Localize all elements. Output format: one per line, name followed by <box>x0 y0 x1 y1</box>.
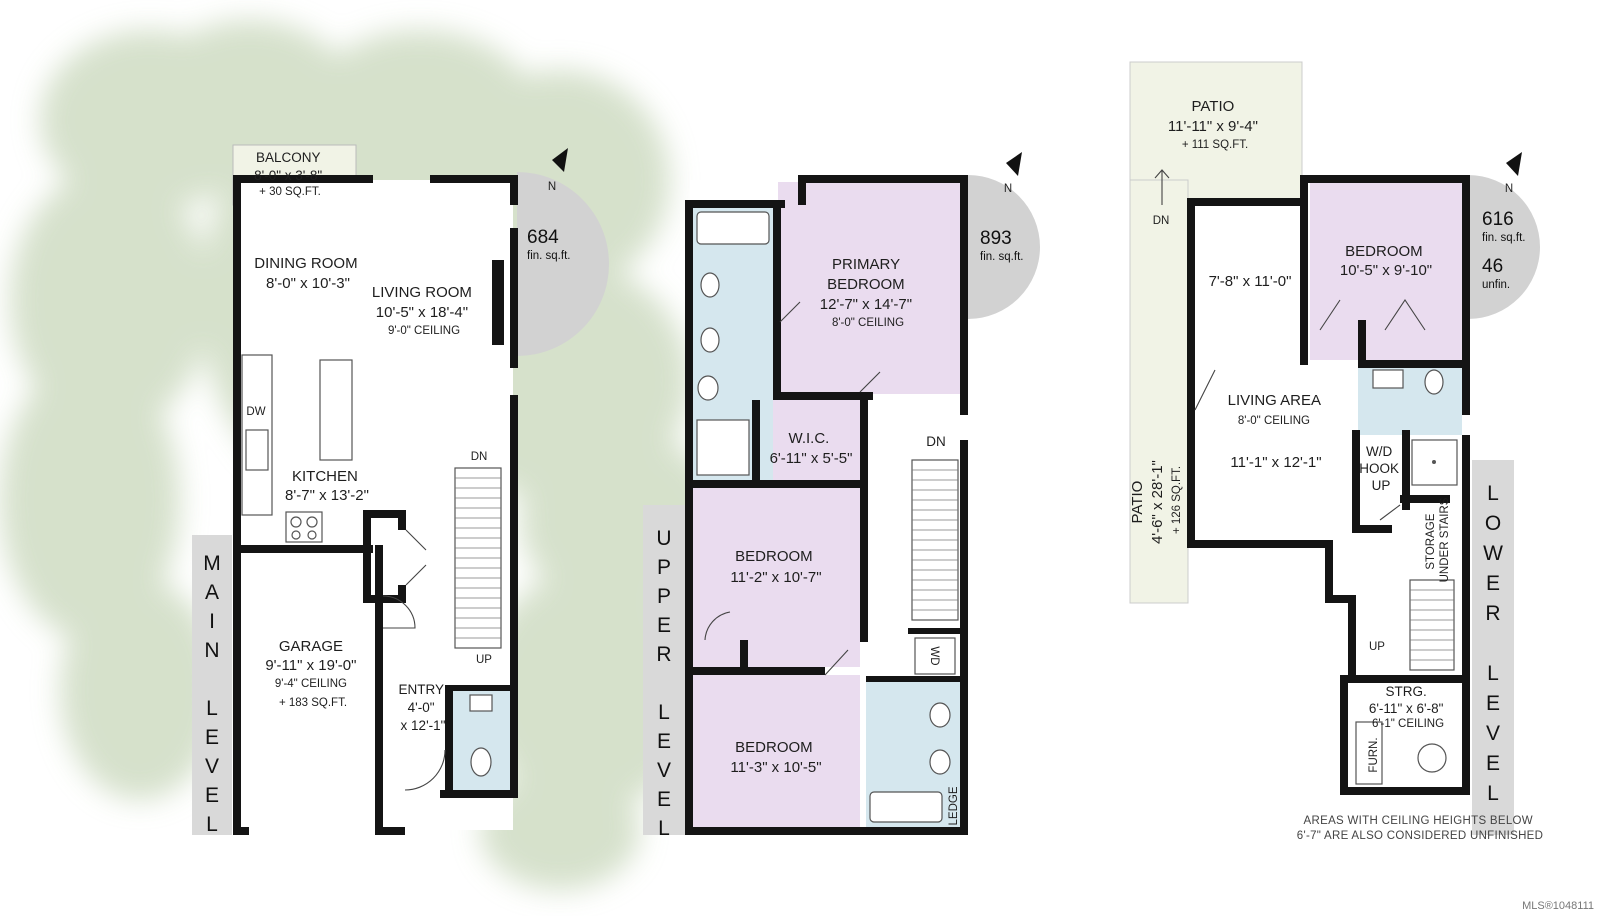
level-letter: W <box>1483 542 1503 565</box>
level-letter: E <box>657 730 671 753</box>
lower-level-band <box>1472 460 1514 835</box>
level-letter: E <box>1486 752 1500 775</box>
kitchen-label: KITCHEN 8'-7" x 13'-2" <box>285 468 369 504</box>
lower-walls <box>1187 175 1470 795</box>
main-level-band <box>192 535 232 835</box>
lower-sqft-value: 616 <box>1482 209 1514 230</box>
level-letter: L <box>206 697 218 720</box>
ledge-label: LEDGE <box>948 786 960 825</box>
level-letter: E <box>1486 572 1500 595</box>
flex-room-label: 7'-8" x 11'-0" <box>1209 273 1292 290</box>
level-letter: M <box>203 552 221 575</box>
stairs-down-label: DN <box>471 451 488 463</box>
dishwasher-label: DW <box>246 406 265 418</box>
garage-label: GARAGE 9'-11" x 19'-0" 9'-4" CEILING + 1… <box>265 638 360 709</box>
level-letter: L <box>1487 482 1499 505</box>
main-sqft-unit: fin. sq.ft. <box>527 250 570 262</box>
bedroom-3-label: BEDROOM 11'-3" x 10'-5" <box>730 739 821 776</box>
walk-in-closet <box>760 400 860 482</box>
level-letter: P <box>657 556 671 579</box>
stairs-up-label: UP <box>476 654 492 666</box>
upper-stairs <box>911 459 959 621</box>
level-letter: V <box>205 755 219 778</box>
level-letter: U <box>656 527 671 550</box>
lower-stairs-up-label: UP <box>1369 641 1385 653</box>
upper-level-band <box>643 505 685 835</box>
level-letter: R <box>1485 602 1500 625</box>
lower-stairs <box>1409 579 1455 671</box>
entry-label: ENTRY 4'-0" x 12'-1" <box>398 682 447 733</box>
wd-hookup-label: W/D HOOK UP <box>1359 444 1403 493</box>
level-letter: N <box>204 639 219 662</box>
balcony-label: BALCONY 8'-0" x 3'-8" + 30 SQ.FT. <box>254 150 326 198</box>
level-letter: R <box>656 643 671 666</box>
compass: N <box>517 148 609 356</box>
level-letter: E <box>657 788 671 811</box>
furnace-label: FURN. <box>1368 737 1380 772</box>
upper-sqft-unit: fin. sq.ft. <box>980 251 1023 263</box>
stair-frame <box>1409 579 1455 671</box>
level-letter: E <box>1486 692 1500 715</box>
lower-level: PATIO 11'-11" x 9'-4" + 111 SQ.FT. PATIO… <box>1129 61 1544 842</box>
level-letter: I <box>209 610 215 633</box>
upper-compass-north-label: N <box>1004 183 1012 195</box>
washer-dryer-label: WD <box>928 646 940 665</box>
patio-side <box>1129 179 1189 604</box>
level-letter: P <box>657 585 671 608</box>
living-area-label: LIVING AREA 8'-0" CEILING 11'-1" x 12'-1… <box>1228 392 1325 471</box>
level-letter: V <box>1486 722 1500 745</box>
lower-compass: N <box>1468 152 1540 319</box>
level-letter: A <box>205 581 219 604</box>
bedroom-2-label: BEDROOM 11'-2" x 10'-7" <box>730 548 821 586</box>
upper-compass: N <box>968 152 1040 319</box>
lower-bedroom <box>1310 182 1462 360</box>
level-letter: E <box>205 726 219 749</box>
mls-number: MLS®1048111 <box>1522 900 1594 912</box>
level-letter: L <box>206 813 218 836</box>
lower-bedroom-label: BEDROOM 10'-5" x 9'-10" <box>1340 243 1432 279</box>
primary-bedroom-label: PRIMARY BEDROOM 12'-7" x 14'-7" 8'-0" CE… <box>820 256 916 329</box>
compass-north-label: N <box>548 181 556 193</box>
kitchen-island <box>319 359 353 461</box>
level-letter: L <box>1487 782 1499 805</box>
bedroom-3 <box>693 675 860 827</box>
main-walls <box>233 175 518 835</box>
kitchen-sink <box>245 429 269 471</box>
level-letter: E <box>205 784 219 807</box>
level-letter: E <box>657 614 671 637</box>
lower-sqft-unit: fin. sq.ft. <box>1482 232 1525 244</box>
patio-top <box>1129 61 1303 203</box>
upper-stairs-down-label: DN <box>926 434 946 449</box>
dining-room-label: DINING ROOM 8'-0" x 10'-3" <box>254 255 362 292</box>
upper-sqft-value: 893 <box>980 228 1012 249</box>
primary-bedroom <box>778 182 964 394</box>
storage-room-label: STRG. 6'-11" x 6'-8" 6'-1" CEILING <box>1369 684 1447 730</box>
storage-under-stairs-label: STORAGE UNDER STAIRS <box>1425 497 1451 582</box>
level-letter: O <box>1485 512 1501 535</box>
lower-unfin-value: 46 <box>1482 256 1503 277</box>
patio-side-label: PATIO 4'-6" x 28'-1" + 126 SQ.FT. <box>1129 456 1183 544</box>
patio-down-label: DN <box>1153 215 1170 227</box>
main-stairs <box>454 467 502 649</box>
level-letter: L <box>658 701 670 724</box>
main-sqft-value: 684 <box>527 227 559 248</box>
level-letter: L <box>1487 662 1499 685</box>
level-letter: V <box>657 759 671 782</box>
living-room-label: LIVING ROOM 10'-5" x 18'-4" 9'-0" CEILIN… <box>372 284 476 337</box>
kitchen-range <box>285 511 323 543</box>
bedroom-2 <box>693 487 860 667</box>
lower-compass-north-label: N <box>1505 183 1513 195</box>
lower-unfin-unit: unfin. <box>1482 279 1510 291</box>
upper-walls <box>685 175 968 835</box>
patio-top-label: PATIO 11'-11" x 9'-4" + 111 SQ.FT. <box>1168 98 1262 151</box>
level-letter: L <box>658 817 670 840</box>
wic-label: W.I.C. 6'-11" x 5'-5" <box>770 430 853 467</box>
unfinished-footnote: AREAS WITH CEILING HEIGHTS BELOW 6'-7" A… <box>1297 815 1544 842</box>
